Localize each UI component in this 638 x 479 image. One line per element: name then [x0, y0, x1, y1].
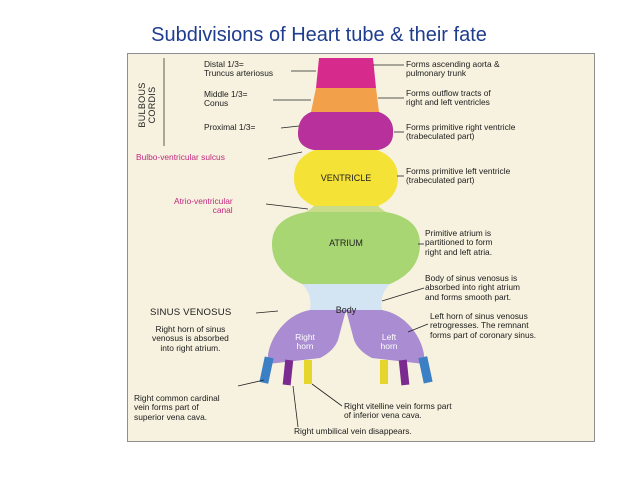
atrio-ventricular-canal-label: Atrio-ventricular canal [174, 196, 233, 216]
atrium-segment [272, 212, 420, 284]
ventricle-part-label: VENTRICLE [320, 173, 372, 183]
right-vitelline-fate-label: Right vitelline vein forms part of infer… [344, 401, 452, 421]
heart-tube-drawing [163, 58, 433, 428]
right-umbilical-fate-label: Right umbilical vein disappears. [294, 426, 412, 436]
primitive-left-ventricle-label: Forms primitive left ventricle (trabecul… [406, 166, 511, 186]
conus-segment [311, 88, 379, 112]
left-umbilical-vein-stub [398, 359, 410, 386]
ascending-aorta-fate-label: Forms ascending aorta & pulmonary trunk [406, 59, 500, 79]
atrium-part-label: ATRIUM [329, 238, 363, 248]
bulbo-ventricular-sulcus-label: Bulbo-ventricular sulcus [136, 152, 225, 162]
left-horn-part-label: Left horn [380, 332, 398, 351]
left-vitelline-vein-stub [380, 360, 388, 384]
outflow-tracts-fate-label: Forms outflow tracts of right and left v… [406, 88, 491, 108]
left-leader-lines [237, 70, 316, 428]
left-horn-fate-label: Left horn of sinus venosus retrogresses.… [430, 311, 537, 340]
primitive-atrium-fate-label: Primitive atrium is partitioned to form … [425, 228, 493, 257]
right-common-cardinal-vein-stub [259, 356, 274, 384]
proximal-third-label: Proximal 1/3= [204, 122, 256, 132]
truncus-arteriosus-segment [316, 58, 376, 88]
distal-third-label: Distal 1/3= Truncus arteriosus [204, 59, 274, 79]
right-vitelline-vein-stub [304, 360, 312, 384]
proximal-bulbus-segment [298, 112, 394, 150]
right-umbilical-vein-stub [282, 359, 294, 386]
atrio-ventricular-canal-segment [306, 206, 386, 212]
bulbous-cordis-label: BULBOUS CORDIS [137, 82, 157, 128]
sinus-body-segment [302, 284, 390, 310]
right-leader-lines [311, 64, 429, 407]
sinus-venosus-label: SINUS VENOSUS [150, 307, 232, 318]
middle-third-label: Middle 1/3= Conus [204, 89, 248, 109]
sinus-body-part-label: Body [335, 305, 357, 315]
primitive-right-ventricle-label: Forms primitive right ventricle (trabecu… [406, 122, 516, 142]
right-horn-part-label: Right horn [295, 332, 315, 351]
left-common-cardinal-vein-stub [418, 356, 433, 384]
right-horn-segment [267, 310, 346, 364]
heart-tube-diagram: BULBOUS CORDIS Distal 1/3= Truncus arter… [127, 53, 595, 442]
right-horn-fate-label: Right horn of sinus venosus is absorbed … [152, 324, 229, 353]
right-common-cardinal-label: Right common cardinal vein forms part of… [134, 393, 220, 422]
slide-title: Subdivisions of Heart tube & their fate [151, 24, 487, 46]
body-sinus-fate-label: Body of sinus venosus is absorbed into r… [425, 273, 520, 302]
left-horn-segment [346, 310, 425, 364]
ventricle-segment [294, 150, 398, 206]
